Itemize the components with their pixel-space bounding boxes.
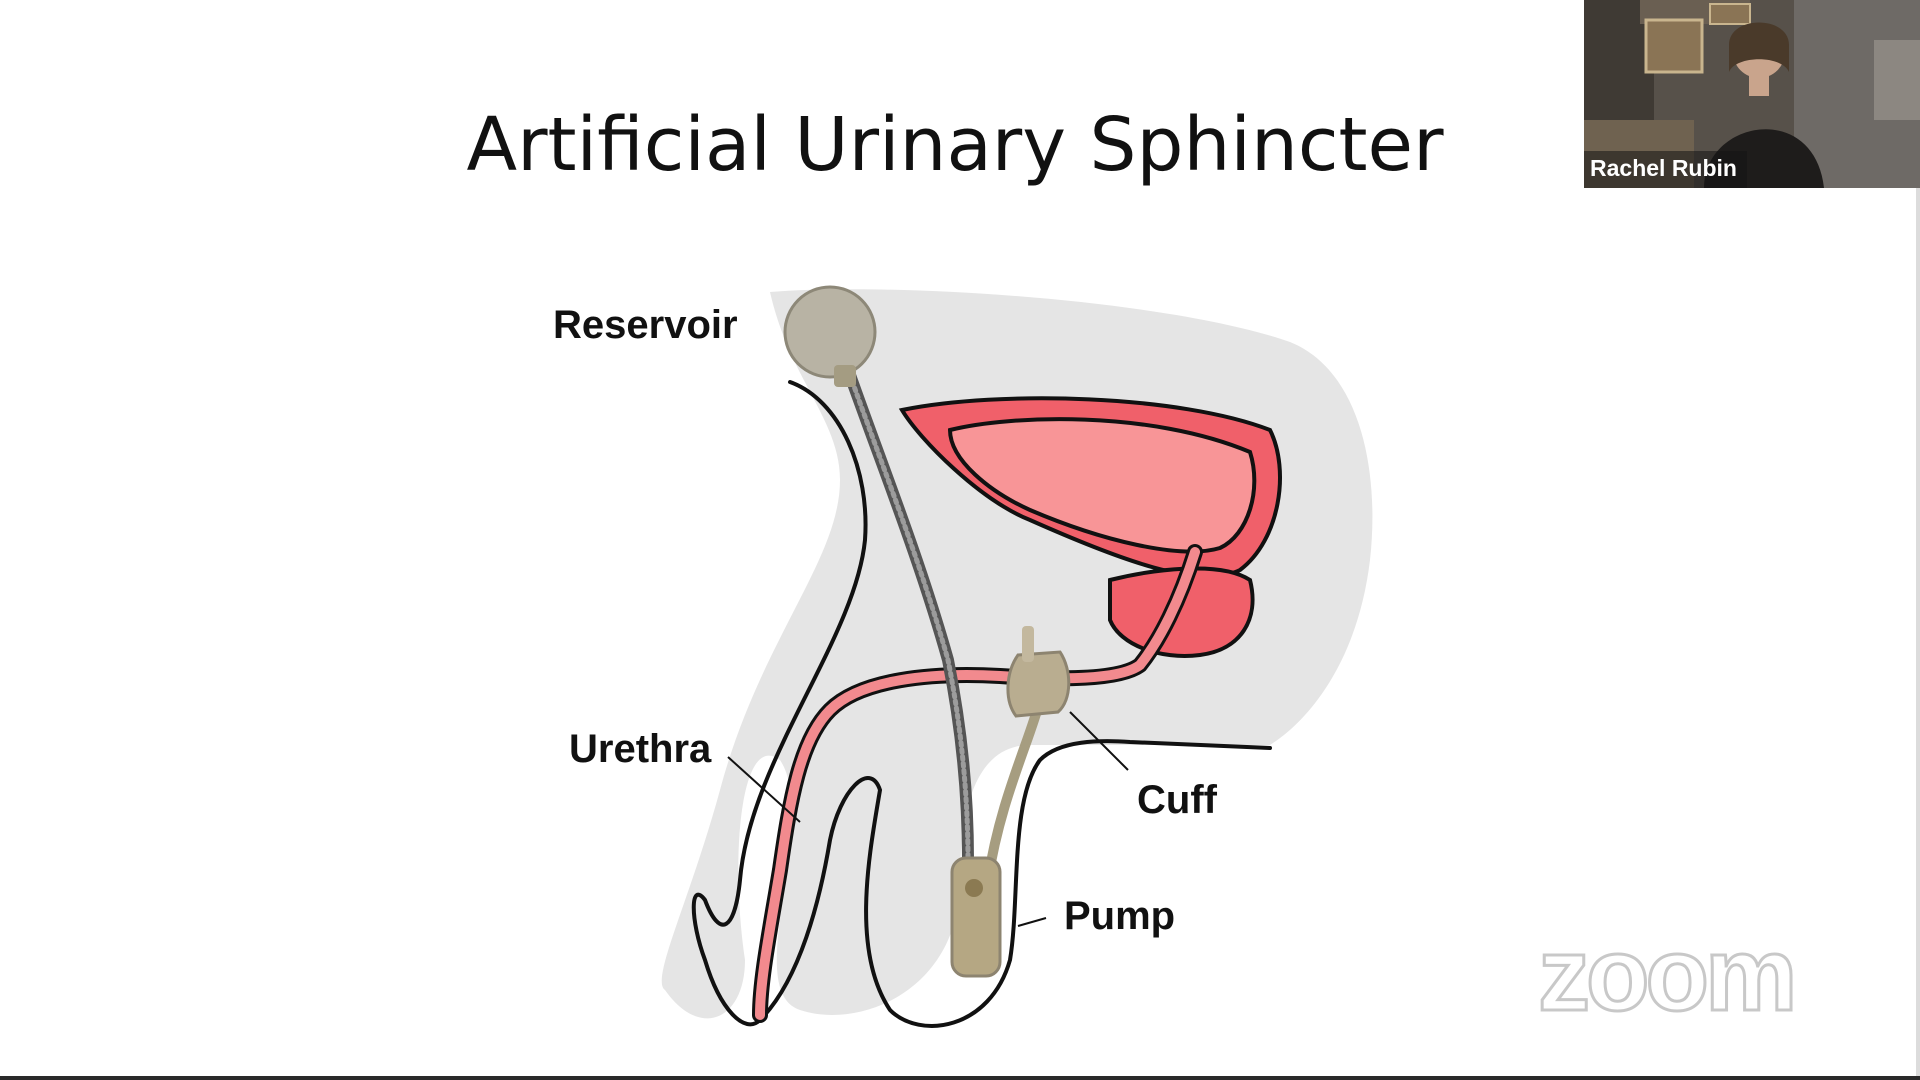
urethra-leader <box>727 756 801 823</box>
bladder-inner <box>947 417 1257 554</box>
cuff <box>1006 650 1071 718</box>
participant-name: Rachel Rubin <box>1584 151 1747 188</box>
pump <box>950 856 1002 978</box>
reservoir-neck <box>834 365 856 387</box>
label-reservoir: Reservoir <box>553 303 738 347</box>
prostate <box>1108 566 1255 658</box>
urethra-fill <box>755 547 1200 1020</box>
zoom-watermark-text: zoom <box>1538 932 1794 1022</box>
pump-valve <box>965 879 983 897</box>
cuff-leader <box>1069 711 1129 771</box>
participant-video-tile[interactable]: Rachel Rubin <box>1584 0 1920 188</box>
reservoir-tube-highlight <box>847 372 971 863</box>
label-cuff: Cuff <box>1137 778 1218 822</box>
label-pump: Pump <box>1064 894 1175 938</box>
body-outline <box>691 380 1272 1028</box>
right-edge-divider <box>1916 188 1920 1076</box>
reservoir-balloon <box>783 285 877 379</box>
pump-leader <box>1017 917 1047 927</box>
cuff-tab <box>1022 626 1034 662</box>
zoom-watermark: zoom <box>1538 932 1799 1022</box>
label-urethra: Urethra <box>569 727 712 771</box>
bottom-edge-bar <box>0 1076 1920 1080</box>
slide-title: Artificial Urinary Sphincter <box>466 102 1444 188</box>
